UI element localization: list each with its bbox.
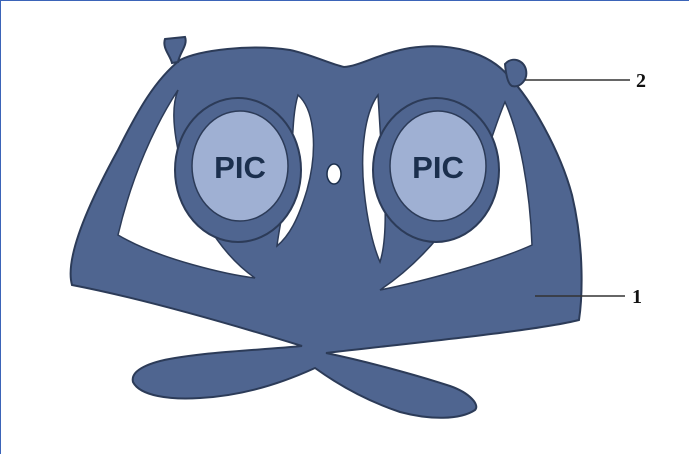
left-pic-label: PIC bbox=[214, 150, 266, 185]
callout-label-2: 2 bbox=[636, 70, 646, 92]
center-o-marker bbox=[327, 164, 341, 184]
callout-label-1: 1 bbox=[632, 286, 642, 308]
top-right-process bbox=[505, 60, 526, 87]
right-pic-label: PIC bbox=[412, 150, 464, 185]
